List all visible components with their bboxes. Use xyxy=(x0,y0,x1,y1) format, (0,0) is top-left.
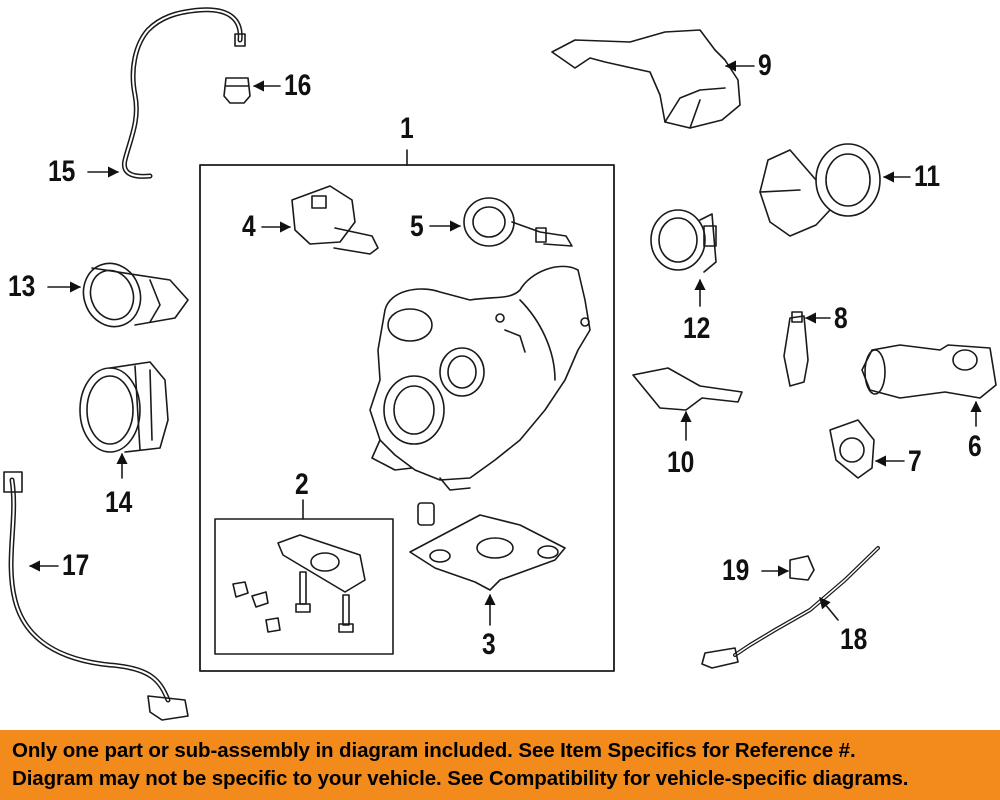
callout-9: 9 xyxy=(758,49,772,82)
callout-19: 19 xyxy=(722,554,750,587)
callout-7: 7 xyxy=(908,445,922,478)
parts-diagram xyxy=(3,7,997,721)
gasket-part-2 xyxy=(277,534,366,593)
shield-part-10 xyxy=(632,367,743,411)
callout-10: 10 xyxy=(667,446,695,479)
bolts-part-2 xyxy=(232,571,354,633)
callout-4: 4 xyxy=(242,210,256,243)
cap-part-16 xyxy=(223,77,251,104)
leader-18 xyxy=(819,597,839,621)
sensor-part-19 xyxy=(789,555,815,581)
callout-14: 14 xyxy=(105,486,133,519)
callout-3: 3 xyxy=(482,628,496,661)
callout-5: 5 xyxy=(410,210,424,243)
disclaimer-line-2: Diagram may not be specific to your vehi… xyxy=(12,767,909,790)
boot-part-14 xyxy=(79,361,169,453)
callout-1: 1 xyxy=(400,112,414,145)
elbow-part-11 xyxy=(759,143,881,237)
downpipe-part-6 xyxy=(861,344,997,399)
gasket-part-7 xyxy=(829,419,875,479)
plug xyxy=(417,502,435,526)
gasket-part-3 xyxy=(409,514,566,591)
callout-18: 18 xyxy=(840,623,868,656)
callout-8: 8 xyxy=(834,302,848,335)
line-part-18 xyxy=(701,546,880,669)
callout-15: 15 xyxy=(48,155,76,188)
sensor-part-8 xyxy=(783,311,809,387)
hardware-box xyxy=(214,518,394,655)
boot-part-13 xyxy=(82,262,189,328)
callout-17: 17 xyxy=(62,549,90,582)
shield-part-9 xyxy=(551,29,741,129)
callout-11: 11 xyxy=(914,160,941,193)
callout-16: 16 xyxy=(284,69,312,102)
disclaimer-banner: Only one part or sub-assembly in diagram… xyxy=(0,730,1000,800)
callout-6: 6 xyxy=(968,430,982,463)
line-part-17 xyxy=(3,471,189,721)
turbocharger-part-1 xyxy=(369,265,591,491)
sensor-part-4 xyxy=(291,185,379,255)
callout-2: 2 xyxy=(295,468,309,501)
assembly-box xyxy=(199,164,615,672)
disclaimer-line-1: Only one part or sub-assembly in diagram… xyxy=(12,739,856,762)
clamp-part-12 xyxy=(650,209,717,273)
callout-13: 13 xyxy=(8,270,36,303)
actuator-part-5 xyxy=(463,197,573,247)
callout-12: 12 xyxy=(683,312,711,345)
hose-part-15 xyxy=(121,7,243,179)
